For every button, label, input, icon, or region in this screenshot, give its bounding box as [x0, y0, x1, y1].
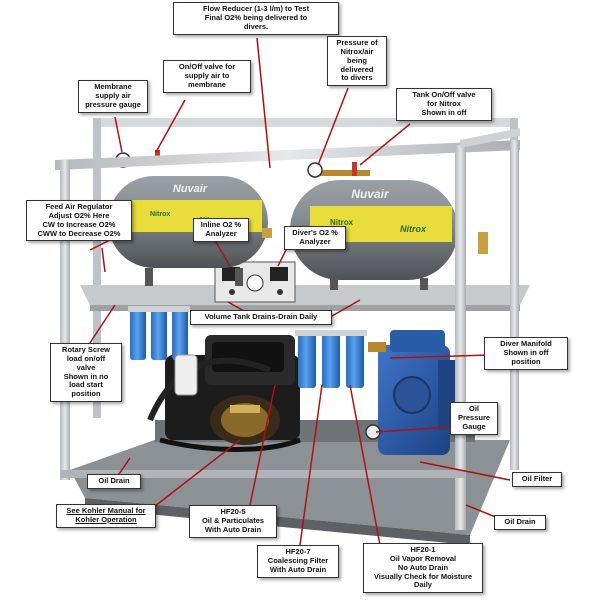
label-flow-reducer: Flow Reducer (1-3 l/m) to Test Final O2%… [173, 2, 339, 35]
analyzer-panel [214, 261, 296, 303]
label-diver-manifold: Diver Manifold Shown in off position [484, 337, 568, 370]
tank-band-text: Nitrox [150, 211, 170, 218]
label-inline-o2-analyzer: Inline O2 % Analyzer [193, 218, 249, 242]
shelf [80, 285, 530, 311]
label-hf20-7: HF20-7 Coalescing Filter With Auto Drain [257, 545, 339, 578]
tank-logo: Nuvair [173, 183, 208, 195]
label-oil-drain-right: Oil Drain [494, 515, 546, 530]
label-oil-drain-left: Oil Drain [87, 474, 141, 489]
label-oil-pressure-gauge: Oil Pressure Gauge [450, 402, 498, 435]
label-divers-o2-analyzer: Diver's O2 % Analyzer [284, 226, 346, 250]
label-oil-filter: Oil Filter [512, 472, 562, 487]
label-volume-tank-drains: Volume Tank Drains-Drain Daily [190, 310, 332, 325]
label-onoff-valve-membrane: On/Off valve for supply air to membrane [163, 60, 251, 93]
right-filter-bank [295, 330, 367, 388]
tank-band-text: Nitrox [400, 224, 427, 234]
label-feed-air-regulator: Feed Air Regulator Adjust O2% Here CW to… [26, 200, 132, 242]
left-filter-bank [128, 306, 198, 396]
label-hf20-1: HF20-1 Oil Vapor Removal No Auto Drain V… [363, 543, 483, 594]
label-rotary-screw-valve: Rotary Screw load on/off valve Shown in … [50, 343, 122, 403]
label-kohler-manual: See Kohler Manual for Kohler Operation [56, 504, 156, 528]
tank-band-text: Nitrox [330, 218, 354, 227]
label-tank-onoff-valve: Tank On/Off valve for Nitrox Shown in of… [396, 88, 492, 121]
electric-motor [365, 330, 456, 455]
engine [147, 335, 301, 452]
tank-logo: Nuvair [351, 187, 390, 201]
label-pressure-nitrox: Pressure of Nitrox/air being delivered t… [327, 36, 387, 87]
label-hf20-5: HF20-5 Oil & Particulates With Auto Drai… [189, 505, 277, 538]
label-membrane-gauge: Membrane supply air pressure gauge [78, 80, 148, 113]
frame-front [55, 128, 520, 530]
